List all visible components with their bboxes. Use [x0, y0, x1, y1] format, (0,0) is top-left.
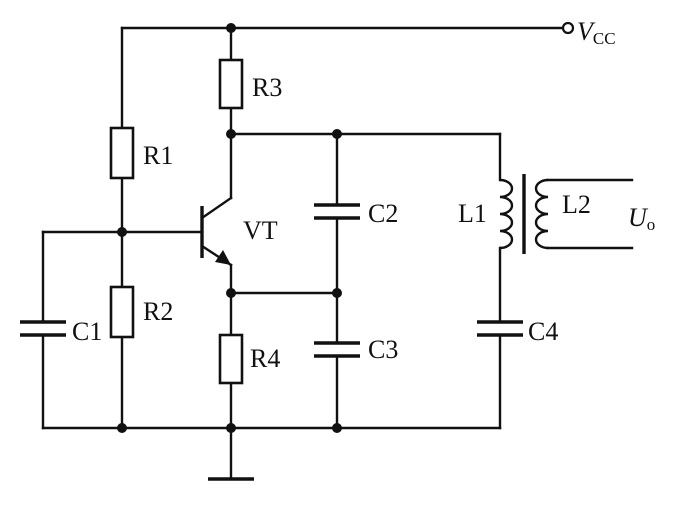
label-l2: L2 [562, 190, 591, 219]
inductor-l2 [534, 178, 549, 250]
capacitor-c4 [477, 320, 523, 337]
label-l1: L1 [458, 199, 487, 228]
label-r2: R2 [143, 297, 173, 326]
label-c3: C3 [368, 335, 398, 364]
capacitor-c3 [314, 341, 360, 358]
inductor-l1 [499, 178, 514, 250]
vcc-terminal [561, 21, 575, 35]
junction-dot [226, 423, 236, 433]
junction-dot [332, 129, 342, 139]
junction-dot [226, 23, 236, 33]
resistor-r1 [109, 126, 135, 180]
emitter-arrow [215, 250, 231, 265]
junction-dots [117, 23, 342, 433]
label-c4: C4 [528, 317, 558, 346]
junction-dot [332, 423, 342, 433]
resistor-r4 [218, 333, 244, 385]
junction-dot [332, 288, 342, 298]
wires [41, 26, 634, 480]
junction-dot [226, 129, 236, 139]
junction-dot [226, 288, 236, 298]
label-r1: R1 [143, 141, 173, 170]
capacitor-c2 [314, 203, 360, 220]
resistor-r3 [218, 58, 244, 110]
label-r3: R3 [252, 73, 282, 102]
vcc-label: VCC [577, 17, 616, 48]
label-c2: C2 [368, 199, 398, 228]
resistor-r2 [109, 285, 135, 339]
label-r4: R4 [250, 344, 280, 373]
junction-dot [117, 423, 127, 433]
label-c1: C1 [72, 317, 102, 346]
output-label: Uo [628, 203, 655, 234]
junction-dot [117, 227, 127, 237]
transistor-vt [200, 196, 233, 267]
capacitor-c1 [20, 320, 66, 337]
label-vt: VT [243, 216, 278, 245]
